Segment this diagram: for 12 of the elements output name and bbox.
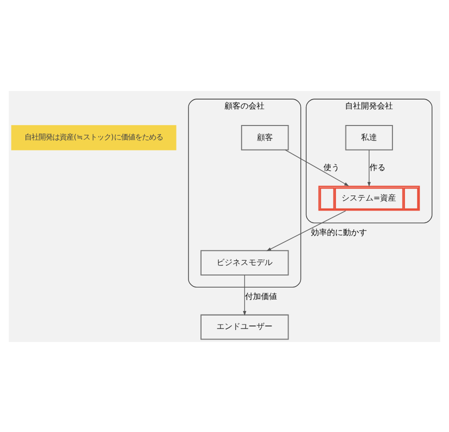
edge-label: 効率的に動かす <box>311 226 368 236</box>
node-box: ビジネスモデル <box>200 250 289 276</box>
edge-label: 使う <box>324 161 340 172</box>
edge-label: 付加価値 <box>245 290 278 301</box>
node-box: エンドユーザー <box>200 314 289 340</box>
arrow <box>266 210 346 251</box>
edge-label: 作る <box>370 161 386 172</box>
arrow <box>284 149 349 186</box>
node-box: 顧客 <box>241 124 289 150</box>
node-box: 私達 <box>345 124 393 150</box>
arrow <box>242 274 246 316</box>
arrow <box>367 149 371 186</box>
